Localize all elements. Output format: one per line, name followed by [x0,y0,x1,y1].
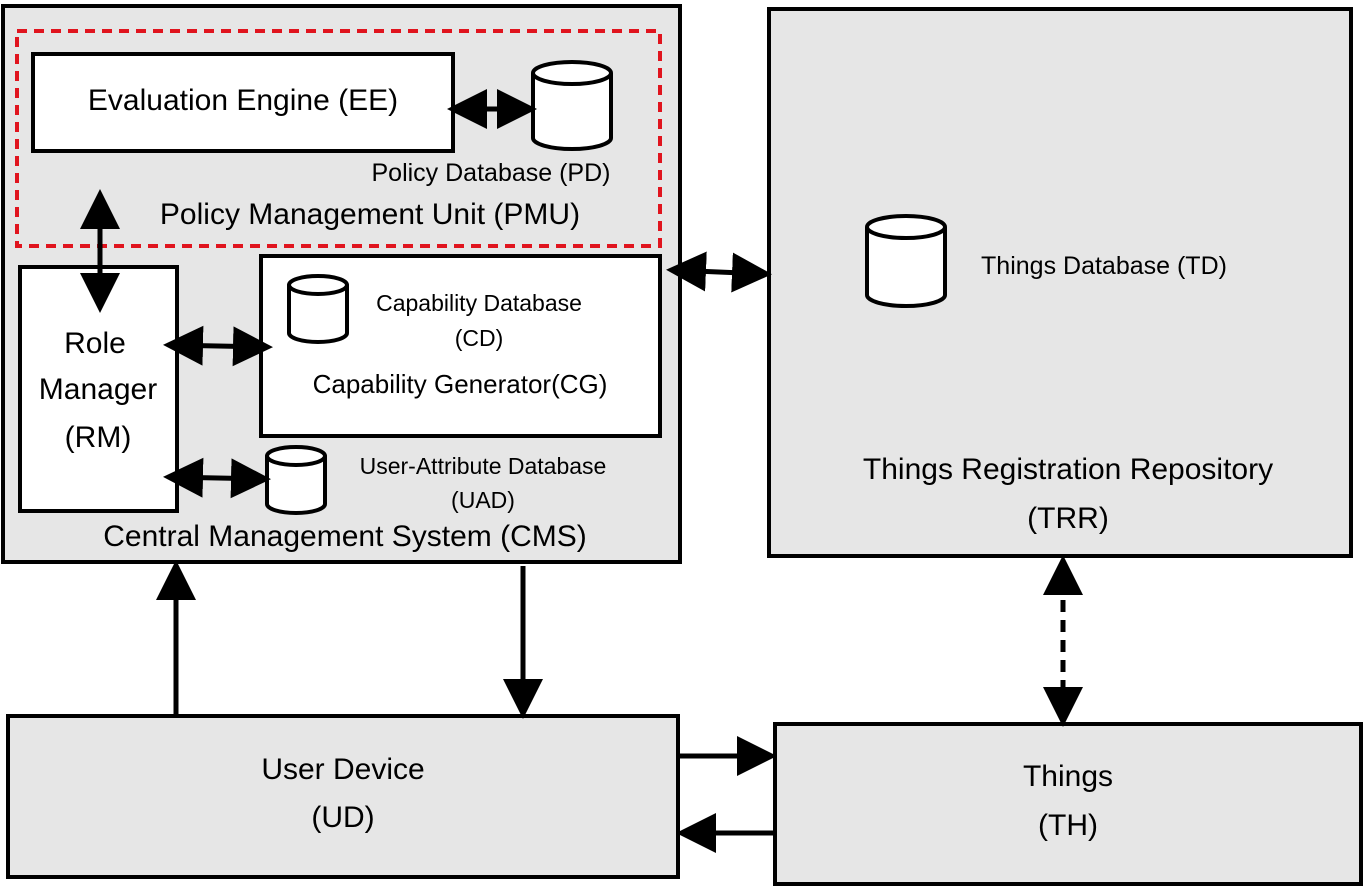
cg-label: Capability Generator(CG) [313,369,608,399]
ee-label: Evaluation Engine (EE) [88,84,398,117]
ud-box: User Device (UD) [6,714,680,879]
uad-label-line2: (UAD) [451,487,515,513]
uad-database-icon [265,445,327,515]
rm-label-line3: (RM) [65,421,132,454]
cms-label: Central Management System (CMS) [103,520,587,553]
ud-label-line2: (UD) [311,801,374,834]
pd-label: Policy Database (PD) [372,159,611,187]
cd-label-line2: (CD) [455,325,504,351]
trr-label-line2: (TRR) [1027,502,1109,535]
cd-label-line1: Capability Database [376,290,582,316]
rm-label-line2: Manager [39,373,157,406]
td-label: Things Database (TD) [981,252,1227,280]
rm-cg-arrow [163,325,273,367]
uad-label-line1: User-Attribute Database [360,453,607,479]
th-box: Things (TH) [773,722,1363,886]
pmu-label: Policy Management Unit (PMU) [160,198,580,231]
trr-box: Things Registration Repository (TRR) [767,7,1353,558]
ee-box: Evaluation Engine (EE) [31,52,455,153]
rm-uad-arrow [163,457,271,499]
ud-label-line1: User Device [261,753,424,786]
th-label-line1: Things [1023,760,1113,793]
cd-database-icon [287,274,349,344]
trr-label-line1: Things Registration Repository [863,453,1273,486]
td-database-icon [865,214,947,308]
pmu-box: Policy Management Unit (PMU) [15,29,662,248]
th-label-line2: (TH) [1038,809,1098,842]
cms-trr-arrow [666,251,772,293]
pd-database-icon [531,60,613,151]
rm-label-line1: Role [64,327,126,360]
